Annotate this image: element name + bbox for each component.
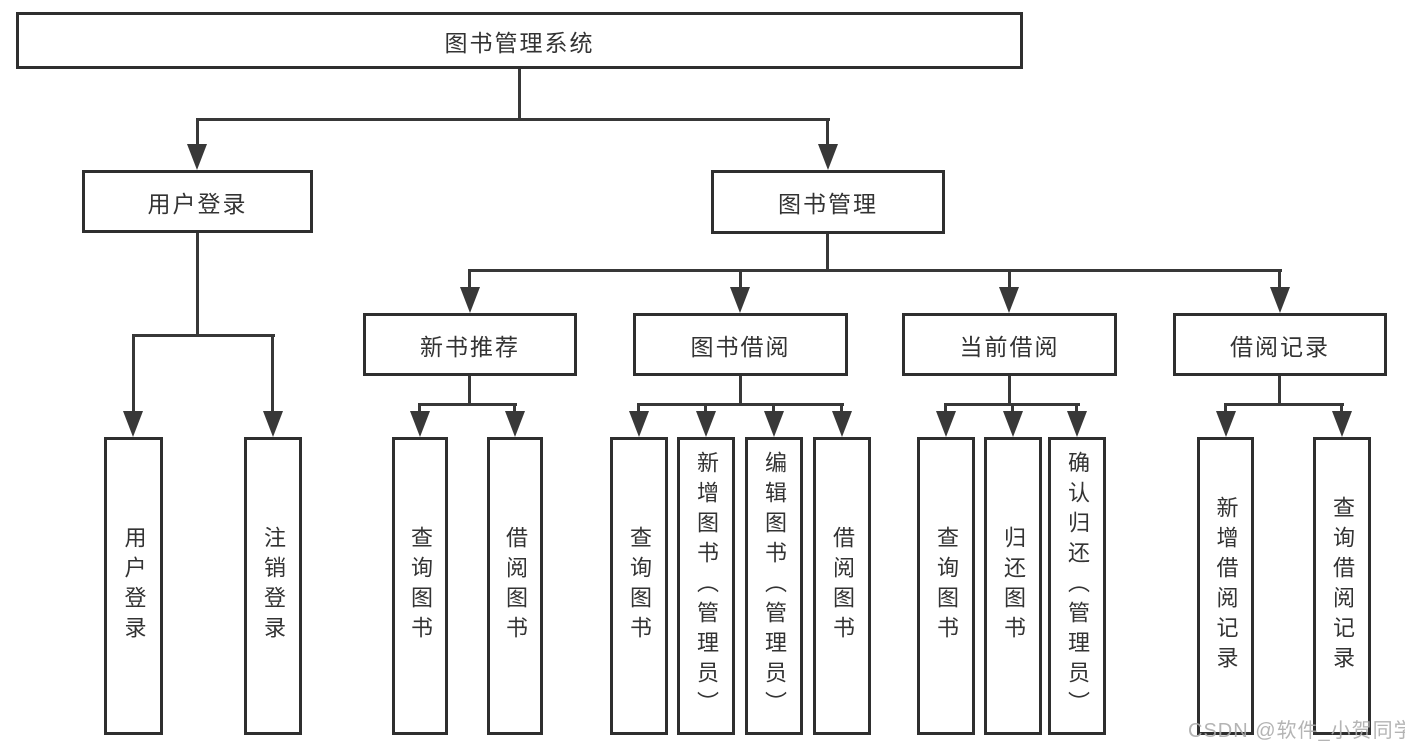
- connector-book-mgmt-branch: [468, 269, 1282, 272]
- leaf-cb-query-books: 查询图书: [917, 437, 975, 735]
- arrowhead-bb-borrow: [832, 411, 852, 437]
- connector-borrow-records-drop: [1278, 376, 1281, 406]
- connector-stem-br-query: [1340, 404, 1343, 416]
- csdn-watermark: CSDN @软件_小贺同学: [1188, 720, 1405, 742]
- connector-user-login-branch: [132, 334, 275, 337]
- connector-new-books-branch: [418, 403, 517, 406]
- connector-root-drop: [518, 69, 521, 121]
- arrowhead-br-add: [1216, 411, 1236, 437]
- arrowhead-book-borrow: [730, 287, 750, 313]
- connector-stem-cb-query: [944, 404, 947, 416]
- arrowhead-cb-return: [1003, 411, 1023, 437]
- leaf-nb-query-books-label: 查询图书: [408, 526, 433, 646]
- connector-book-borrow-branch: [637, 403, 844, 406]
- leaf-logout-label: 注销登录: [261, 526, 286, 646]
- connector-stem-borrow-records: [1278, 271, 1281, 295]
- connector-new-books-drop: [468, 376, 471, 406]
- arrowhead-current-borrow: [999, 287, 1019, 313]
- leaf-bb-query-books-label: 查询图书: [627, 526, 652, 646]
- leaf-logout: 注销登录: [244, 437, 302, 735]
- node-book-borrow-label: 图书借阅: [690, 333, 791, 360]
- leaf-user-login: 用户登录: [104, 437, 163, 735]
- connector-stem-leaf-login: [132, 335, 135, 415]
- connector-stem-bb-query: [637, 404, 640, 416]
- leaf-cb-return-books-label: 归还图书: [1001, 526, 1026, 646]
- connector-stem-leaf-logout: [271, 335, 274, 415]
- node-new-books-label: 新书推荐: [420, 333, 520, 360]
- arrowhead-nb-query: [410, 411, 430, 437]
- arrowhead-new-books: [460, 287, 480, 313]
- node-book-borrow: 图书借阅: [633, 313, 848, 376]
- connector-stem-nb-borrow: [513, 404, 516, 416]
- leaf-bb-add-books: 新增图书（管理员）: [677, 437, 735, 735]
- leaf-bb-edit-books: 编辑图书（管理员）: [745, 437, 803, 735]
- connector-book-mgmt-drop: [826, 234, 829, 272]
- leaf-br-query-record: 查询借阅记录: [1313, 437, 1371, 735]
- node-library-system: 图书管理系统: [16, 12, 1023, 69]
- arrowhead-leaf-login: [123, 411, 143, 437]
- connector-stem-bb-add: [704, 404, 707, 416]
- arrowhead-borrow-records: [1270, 287, 1290, 313]
- arrowhead-bb-query: [629, 411, 649, 437]
- connector-stem-book-mgmt: [826, 120, 829, 148]
- leaf-cb-confirm-return-label: 确认归还（管理员）: [1065, 451, 1090, 721]
- connector-stem-nb-query: [418, 404, 421, 416]
- node-user-login-label: 用户登录: [147, 190, 248, 217]
- arrowhead-user-login: [187, 144, 207, 170]
- arrowhead-bb-add: [696, 411, 716, 437]
- node-borrow-records: 借阅记录: [1173, 313, 1387, 376]
- arrowhead-nb-borrow: [505, 411, 525, 437]
- connector-stem-new-books: [468, 271, 471, 295]
- connector-stem-br-add: [1224, 404, 1227, 416]
- connector-root-branch: [196, 118, 830, 121]
- arrowhead-br-query: [1332, 411, 1352, 437]
- leaf-br-query-record-label: 查询借阅记录: [1330, 496, 1355, 676]
- leaf-bb-add-books-label: 新增图书（管理员）: [694, 451, 719, 721]
- arrowhead-cb-confirm: [1067, 411, 1087, 437]
- leaf-br-add-record: 新增借阅记录: [1197, 437, 1254, 735]
- connector-book-borrow-drop: [739, 376, 742, 406]
- leaf-bb-borrow-books: 借阅图书: [813, 437, 871, 735]
- node-library-system-label: 图书管理系统: [444, 29, 595, 56]
- leaf-nb-borrow-books: 借阅图书: [487, 437, 543, 735]
- connector-user-login-drop: [196, 233, 199, 336]
- node-book-mgmt-label: 图书管理: [778, 191, 878, 217]
- arrowhead-cb-query: [936, 411, 956, 437]
- leaf-nb-query-books: 查询图书: [392, 437, 448, 735]
- node-user-login: 用户登录: [82, 170, 313, 233]
- leaf-bb-query-books: 查询图书: [610, 437, 668, 735]
- connector-stem-bb-borrow: [840, 404, 843, 416]
- leaf-cb-confirm-return: 确认归还（管理员）: [1048, 437, 1106, 735]
- arrowhead-book-mgmt: [818, 144, 838, 170]
- connector-stem-book-borrow: [739, 271, 742, 295]
- leaf-cb-return-books: 归还图书: [984, 437, 1042, 735]
- connector-stem-cb-return: [1011, 404, 1014, 416]
- leaf-br-add-record-label: 新增借阅记录: [1213, 496, 1239, 676]
- connector-stem-bb-edit: [772, 404, 775, 416]
- connector-stem-current-borrow: [1008, 271, 1011, 295]
- node-borrow-records-label: 借阅记录: [1230, 333, 1330, 360]
- leaf-nb-borrow-books-label: 借阅图书: [503, 526, 528, 646]
- node-current-borrow: 当前借阅: [902, 313, 1117, 376]
- connector-stem-user-login: [196, 120, 199, 148]
- node-current-borrow-label: 当前借阅: [959, 333, 1060, 360]
- arrowhead-leaf-logout: [263, 411, 283, 437]
- arrowhead-bb-edit: [764, 411, 784, 437]
- leaf-bb-edit-books-label: 编辑图书（管理员）: [762, 451, 787, 721]
- connector-stem-cb-confirm: [1075, 404, 1078, 416]
- leaf-user-login-label: 用户登录: [121, 526, 147, 646]
- node-book-mgmt: 图书管理: [711, 170, 945, 234]
- connector-borrow-records-branch: [1224, 403, 1344, 406]
- leaf-cb-query-books-label: 查询图书: [934, 526, 959, 646]
- connector-current-borrow-drop: [1008, 376, 1011, 406]
- leaf-bb-borrow-books-label: 借阅图书: [830, 526, 855, 646]
- node-new-books: 新书推荐: [363, 313, 577, 376]
